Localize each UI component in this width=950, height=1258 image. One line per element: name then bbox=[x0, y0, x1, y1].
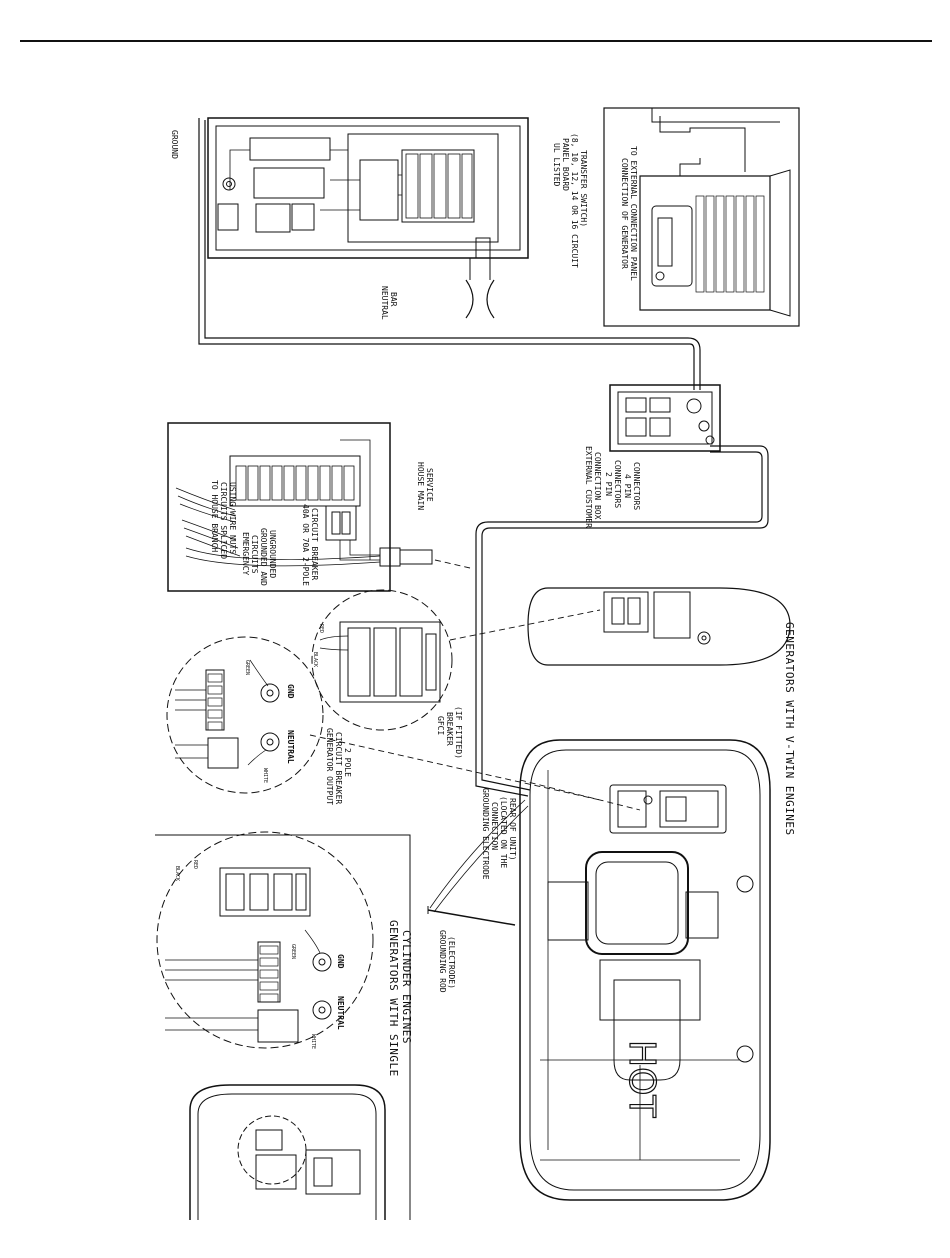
hot-label: HOT bbox=[621, 1040, 662, 1118]
ext-box-label-1: EXTERNAL CUSTOMER bbox=[584, 446, 593, 528]
connection-panel-box bbox=[603, 107, 800, 327]
gfci-label-1: GFCI bbox=[436, 716, 445, 735]
wire-white-label-single: WHITE bbox=[310, 1034, 316, 1049]
grounding-rod-label-1: GROUNDING ROD bbox=[438, 930, 447, 993]
gen-output-label-2: CIRCUIT BREAKER bbox=[334, 732, 343, 804]
pin4-label-1: 4 PIN bbox=[623, 474, 632, 498]
vtwin-caption: GENERATORS WITH V-TWIN ENGINES bbox=[783, 622, 796, 836]
single-cylinder-caption-2: CYLINDER ENGINES bbox=[400, 930, 413, 1044]
emergency-label-4: UNGROUNDED bbox=[268, 530, 277, 578]
emergency-label-1: EMERGENCY bbox=[241, 532, 250, 576]
single-cylinder-section bbox=[155, 831, 411, 1220]
ground-electrode-label-2: CONNECTION bbox=[490, 802, 499, 850]
wire-green-label-single: GREEN bbox=[290, 944, 296, 959]
grounding-rod bbox=[427, 799, 529, 926]
vtwin-control-panel bbox=[527, 587, 791, 666]
transfer-switch-panel bbox=[207, 117, 529, 319]
wire-white-label-vtwin: WHITE bbox=[262, 768, 268, 783]
pin2-label-1: 2 PIN bbox=[604, 472, 613, 496]
neutral-bar-label: NEUTRAL bbox=[380, 286, 389, 320]
circuits-label: (8, 10, 12, 14 OR 16 CIRCUIT bbox=[570, 133, 579, 268]
gnd-label-single: GND bbox=[336, 954, 345, 969]
ground-electrode-label-1: GROUNDING ELECTRODE bbox=[481, 788, 490, 880]
connection-panel-label: CONNECTION OF GENERATOR bbox=[620, 158, 629, 269]
branch-label-3: USING WIRE NUTS bbox=[228, 482, 237, 554]
pin2-label-2: CONNECTORS bbox=[613, 460, 622, 508]
ground-electrode-label-4: REAR OF UNIT) bbox=[508, 798, 517, 861]
panel-board-label: PANEL BOARD bbox=[561, 138, 570, 191]
breaker-detail-circle bbox=[311, 589, 453, 731]
grounding-rod-label-2: (ELECTRODE) bbox=[447, 936, 456, 989]
gen-output-label-3: 2 POLE bbox=[343, 748, 352, 777]
flex-conduit bbox=[198, 118, 701, 390]
branch-label-2: CIRCUITS SPLICED bbox=[219, 482, 228, 559]
wire-red-label-vtwin: RED bbox=[318, 624, 324, 633]
gnd-label-vtwin: GND bbox=[286, 684, 295, 699]
single-cylinder-caption-1: GENERATORS WITH SINGLE bbox=[387, 920, 400, 1077]
gfci-label-3: (IF FITTED) bbox=[454, 706, 463, 759]
pin4-label-2: CONNECTORS bbox=[632, 462, 641, 510]
ext-box-label-2: CONNECTION BOX bbox=[593, 452, 602, 520]
emergency-label-3: GROUNDED AND bbox=[259, 528, 268, 586]
wire-red-label-single: RED bbox=[192, 860, 198, 869]
neutral-label-vtwin: NEUTRAL bbox=[286, 730, 295, 764]
house-main-label: HOUSE MAIN bbox=[416, 462, 425, 510]
house-main-label-2: SERVICE bbox=[425, 468, 434, 502]
neutral-label-single: NEUTRAL bbox=[336, 996, 345, 1030]
breaker-label-2: CIRCUIT BREAKER bbox=[310, 508, 319, 580]
external-connection-box bbox=[475, 384, 769, 797]
transfer-switch-label: TRANSFER SWITCH) bbox=[579, 150, 588, 227]
wire-black-label-vtwin: BLACK bbox=[312, 652, 318, 667]
single-cylinder-generator bbox=[189, 1084, 386, 1220]
ground-label: GROUND bbox=[170, 130, 179, 159]
breaker-label-1: 40A OR 70A 2-POLE bbox=[301, 504, 310, 586]
wire-black-label-single: BLACK bbox=[174, 866, 180, 881]
terminal-detail-circle-vtwin bbox=[166, 636, 324, 794]
branch-label-1: TO HOUSE BRANCH bbox=[210, 480, 219, 552]
dashed-leaders bbox=[309, 559, 641, 811]
gen-output-label-1: GENERATOR OUTPUT bbox=[325, 728, 334, 805]
gfci-label-2: BREAKER bbox=[445, 712, 454, 746]
ground-electrode-label-3: (LOCATED ON THE bbox=[499, 796, 508, 868]
connection-panel-label-2: TO EXTERNAL CONNECTION PANEL bbox=[629, 146, 638, 281]
vtwin-generator bbox=[519, 739, 771, 1201]
neutral-bar-label-2: BAR bbox=[389, 292, 398, 307]
ul-listed-label: UL LISTED bbox=[552, 143, 561, 187]
wire-green-label-vtwin: GREEN bbox=[244, 660, 250, 675]
emergency-label-2: CIRCUITS bbox=[250, 535, 259, 574]
house-main-panel bbox=[167, 422, 433, 592]
